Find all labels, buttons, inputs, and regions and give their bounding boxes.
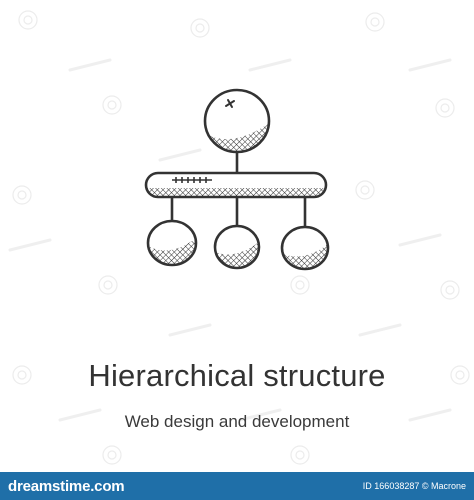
top-node-shape bbox=[203, 88, 271, 154]
child-connectors bbox=[170, 197, 307, 227]
child-node-right-shape bbox=[280, 225, 330, 271]
watermark-pattern bbox=[8, 10, 470, 465]
footer-bar: dreamstime.com ID 166038287 © Macrone bbox=[0, 472, 474, 500]
hierarchical-structure-icon bbox=[140, 88, 334, 278]
icon-title: Hierarchical structure bbox=[88, 358, 386, 393]
child-node-center-shape bbox=[213, 224, 261, 270]
horizontal-bar-shape bbox=[144, 171, 328, 199]
dreamstime-logo: dreamstime.com bbox=[8, 478, 125, 495]
image-id-credit: ID 166038287 © Macrone bbox=[362, 481, 466, 491]
child-node-left-shape bbox=[146, 219, 198, 267]
icon-category: Web design and development bbox=[124, 412, 350, 431]
